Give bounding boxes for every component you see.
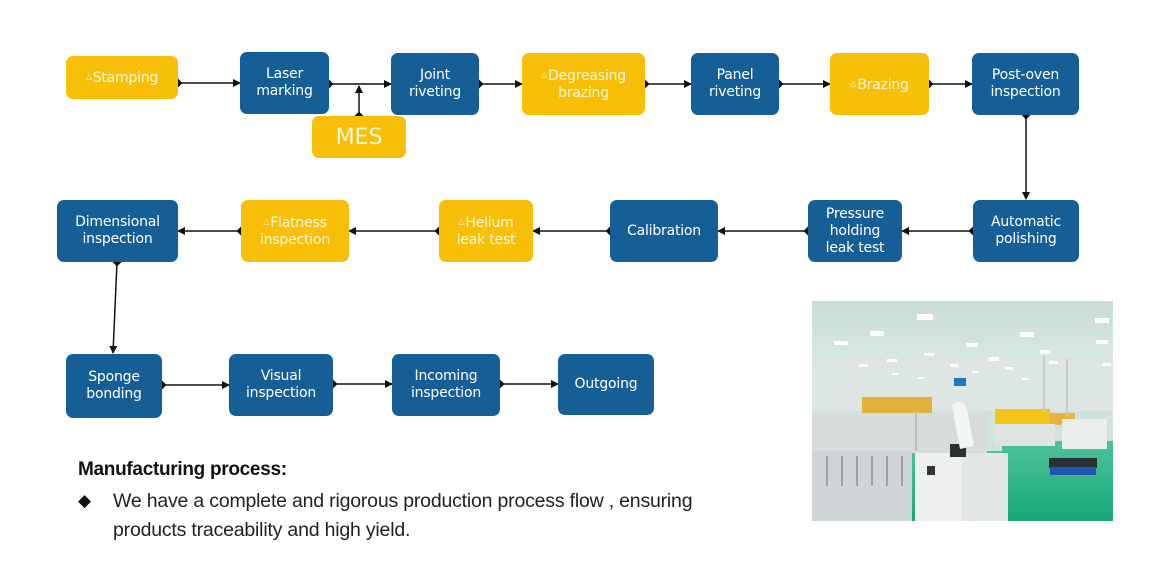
step-label: △Degreasing brazing: [541, 68, 626, 101]
step-label: Post-oven inspection: [990, 67, 1061, 100]
step-label: Laser marking: [256, 66, 313, 99]
mes-system-box: MES: [312, 116, 406, 158]
process-step-visual-inspection: Visual inspection: [229, 354, 333, 416]
process-step-degreasing-brazing: △Degreasing brazing: [522, 53, 645, 115]
triangle-outline-icon: △: [850, 78, 857, 88]
process-step-laser-marking: Laser marking: [240, 52, 329, 114]
section-title: Manufacturing process:: [78, 459, 287, 480]
triangle-outline-icon: △: [85, 72, 92, 81]
step-label: MES: [335, 124, 383, 150]
process-step-calibration: Calibration: [610, 200, 718, 262]
step-label: Incoming inspection: [410, 368, 482, 401]
edge-dimensional-sponge: [109, 257, 122, 354]
process-step-dimensional-inspection: Dimensional inspection: [57, 200, 178, 262]
step-label: Dimensional inspection: [75, 214, 160, 247]
process-step-pressure-holding-leak-test: Pressure holding leak test: [808, 200, 902, 262]
triangle-outline-icon: △: [263, 217, 270, 226]
process-step-panel-riveting: Panel riveting: [691, 53, 779, 115]
triangle-outline-icon: △: [458, 217, 465, 226]
step-label: △Stamping: [85, 70, 159, 86]
step-label: △Brazing: [850, 76, 909, 93]
process-step-joint-riveting: Joint riveting: [391, 53, 479, 115]
step-label: Automatic polishing: [991, 214, 1061, 247]
process-step-sponge-bonding: Sponge bonding: [66, 354, 162, 418]
step-label: Sponge bonding: [86, 369, 142, 402]
process-description: We have a complete and rigorous producti…: [113, 490, 693, 541]
step-label: Panel riveting: [708, 67, 762, 100]
process-step-post-oven-inspection: Post-oven inspection: [972, 53, 1079, 115]
step-label: △Helium leak test: [456, 215, 516, 248]
process-step-automatic-polishing: Automatic polishing: [973, 200, 1079, 262]
diamond-bullet-icon: ◆: [78, 491, 92, 511]
step-label: Outgoing: [574, 376, 638, 392]
process-step-flatness-inspection: △Flatness inspection: [241, 200, 349, 262]
step-label: △Flatness inspection: [259, 215, 331, 248]
process-step-incoming-inspection: Incoming inspection: [392, 354, 500, 416]
process-step-outgoing: Outgoing: [558, 354, 654, 415]
step-label: Joint riveting: [408, 67, 462, 100]
factory-scene-illustration: [812, 301, 1113, 521]
process-step-stamping: △Stamping: [66, 56, 178, 99]
triangle-outline-icon: △: [541, 70, 548, 79]
process-step-brazing: △Brazing: [830, 53, 929, 115]
step-label: Pressure holding leak test: [825, 205, 885, 256]
step-label: Calibration: [627, 222, 701, 239]
factory-photo: [812, 301, 1113, 521]
process-step-helium-leak-test: △Helium leak test: [439, 200, 533, 262]
step-label: Visual inspection: [245, 368, 317, 401]
